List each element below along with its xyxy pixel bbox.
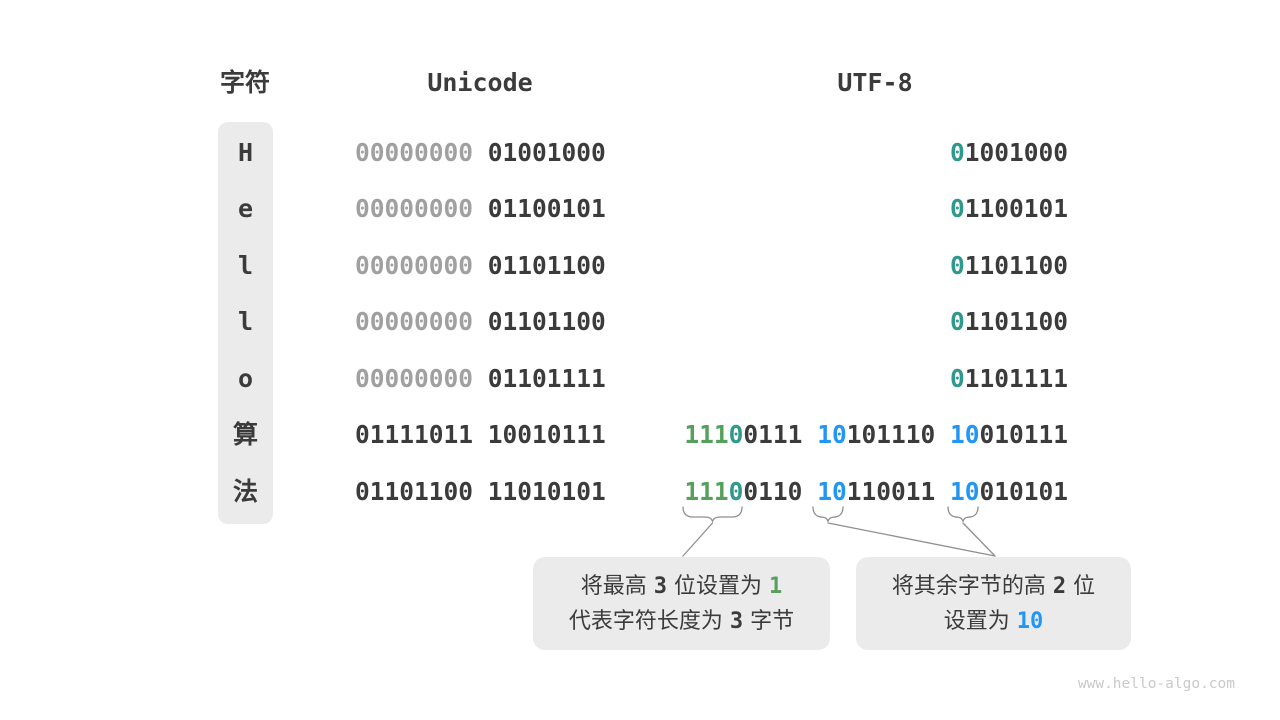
watermark: www.hello-algo.com bbox=[1077, 676, 1235, 692]
utf8-binary-cell: 01101100 bbox=[950, 293, 1068, 350]
callout-text-line: 将最高 3 位设置为 1 bbox=[581, 569, 783, 604]
bit-segment: 01101111 bbox=[473, 363, 606, 393]
bit-segment: 位 bbox=[1066, 573, 1096, 599]
bit-segment: 01100101 bbox=[473, 194, 606, 223]
bit-segment: 位设置为 bbox=[667, 573, 769, 599]
bit-segment: 0 bbox=[949, 307, 965, 336]
bit-segment: 00000000 bbox=[355, 250, 474, 280]
bit-segment: 110011 bbox=[846, 476, 950, 506]
bit-segment: 将最高 bbox=[580, 573, 654, 599]
character-cell: e bbox=[237, 194, 254, 223]
bit-segment: 0 bbox=[728, 420, 744, 449]
bit-segment: 代表字符长度为 bbox=[568, 608, 730, 634]
bit-segment: 1101100 bbox=[964, 250, 1068, 280]
bit-segment: 00000000 bbox=[355, 307, 474, 336]
utf8-binary-cell: 01001000 bbox=[950, 124, 1068, 181]
utf8-binary-cell: 01100101 bbox=[950, 180, 1068, 237]
bit-segment: 0 bbox=[949, 250, 965, 280]
bit-segment: 3 bbox=[729, 608, 744, 634]
column-header-utf8: UTF-8 bbox=[837, 68, 913, 97]
utf8-binary-cell: 01101100 bbox=[950, 237, 1068, 294]
unicode-binary-cell: 00000000 01100101 bbox=[355, 180, 606, 237]
pointer-line-third-byte bbox=[962, 522, 996, 557]
unicode-binary-cell: 00000000 01001000 bbox=[355, 124, 606, 181]
bit-segment: 010111 bbox=[979, 420, 1068, 449]
bit-segment: 设置为 bbox=[943, 608, 1017, 634]
callout-text-line: 将其余字节的高 2 位 bbox=[892, 569, 1095, 604]
character-cell: l bbox=[237, 307, 254, 336]
bit-segment: 0 bbox=[949, 363, 965, 393]
unicode-binary-cell: 00000000 01101111 bbox=[355, 350, 606, 407]
column-header-unicode: Unicode bbox=[427, 68, 533, 97]
bit-segment: 0 bbox=[949, 137, 965, 167]
bit-segment: 1001000 bbox=[964, 137, 1068, 167]
utf8-binary-cell: 11100110 10110011 10010101 bbox=[684, 463, 1068, 520]
utf8-binary-cell: 11100111 10101110 10010111 bbox=[684, 406, 1068, 463]
callout-continuation-bits: 将其余字节的高 2 位设置为 10 bbox=[856, 557, 1131, 650]
unicode-binary-cell: 01101100 11010101 bbox=[355, 463, 606, 520]
callout-text-line: 代表字符长度为 3 字节 bbox=[569, 604, 794, 639]
bit-segment: 10 bbox=[949, 420, 980, 449]
bit-segment: 01111011 10010111 bbox=[355, 420, 606, 449]
bit-segment: 将其余字节的高 bbox=[891, 573, 1053, 599]
bit-segment: 0110 bbox=[743, 476, 818, 506]
bit-segment: 10 bbox=[817, 420, 847, 449]
bit-segment: 01001000 bbox=[473, 137, 606, 167]
character-cell: H bbox=[237, 137, 254, 167]
bit-segment: 10 bbox=[1016, 608, 1044, 634]
bit-segment: 1100101 bbox=[964, 194, 1068, 223]
bit-segment: 2 bbox=[1052, 573, 1067, 599]
pointer-line-second-byte bbox=[827, 522, 996, 557]
bit-segment: 1 bbox=[769, 573, 783, 599]
bit-segment: 010101 bbox=[979, 476, 1068, 506]
bit-segment: 111 bbox=[684, 476, 729, 506]
character-cell: l bbox=[237, 250, 254, 280]
bit-segment: 3 bbox=[653, 573, 667, 599]
character-cell: 算 bbox=[232, 420, 258, 449]
bit-segment: 1101100 bbox=[964, 307, 1068, 336]
character-cell: 法 bbox=[232, 476, 258, 506]
bit-segment: 0 bbox=[728, 476, 744, 506]
character-column-background bbox=[218, 122, 273, 524]
bit-segment: 0 bbox=[949, 194, 965, 223]
bit-segment: 111 bbox=[684, 420, 729, 449]
bit-segment: 字节 bbox=[743, 608, 795, 634]
bit-segment: 0111 bbox=[743, 420, 818, 449]
bit-segment: 01101100 bbox=[473, 307, 606, 336]
bit-segment: 01101100 11010101 bbox=[355, 476, 606, 506]
bit-segment: 00000000 bbox=[355, 137, 474, 167]
bit-segment: 1101111 bbox=[964, 363, 1068, 393]
bit-segment: 00000000 bbox=[355, 363, 474, 393]
bit-segment: 10 bbox=[949, 476, 980, 506]
bit-segment: 10 bbox=[817, 476, 847, 506]
character-cell: o bbox=[237, 363, 254, 393]
unicode-binary-cell: 00000000 01101100 bbox=[355, 237, 606, 294]
pointer-line-first-byte bbox=[682, 522, 714, 557]
unicode-binary-cell: 01111011 10010111 bbox=[355, 406, 606, 463]
callout-text-line: 设置为 10 bbox=[944, 604, 1044, 639]
bit-segment: 101110 bbox=[846, 420, 950, 449]
unicode-binary-cell: 00000000 01101100 bbox=[355, 293, 606, 350]
column-header-char: 字符 bbox=[219, 68, 271, 97]
utf8-binary-cell: 01101111 bbox=[950, 350, 1068, 407]
bit-segment: 01101100 bbox=[473, 250, 606, 280]
bit-segment: 00000000 bbox=[355, 194, 474, 223]
